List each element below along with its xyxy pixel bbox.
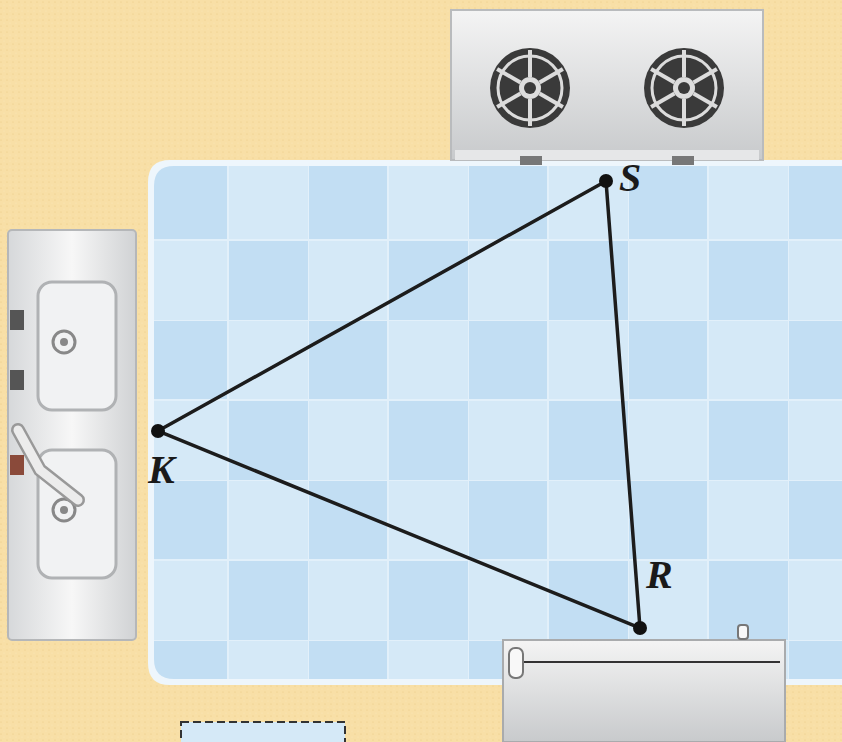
- point-marker: R: [633, 621, 647, 635]
- burner: [644, 48, 724, 128]
- point-marker: K: [151, 424, 165, 438]
- floor-border: [148, 160, 842, 685]
- triangle-side: [164, 434, 633, 626]
- point-marker: S: [599, 174, 613, 188]
- sink: [8, 230, 136, 640]
- stove: [451, 10, 763, 165]
- triangle-side: [607, 188, 640, 621]
- burner: [490, 48, 570, 128]
- point-label: K: [148, 450, 162, 490]
- triangle-side: [164, 184, 600, 427]
- point-label: R: [646, 555, 660, 595]
- point-label: S: [619, 158, 633, 198]
- floor: [154, 166, 842, 679]
- doorway: [181, 722, 345, 742]
- refrigerator: [503, 625, 785, 742]
